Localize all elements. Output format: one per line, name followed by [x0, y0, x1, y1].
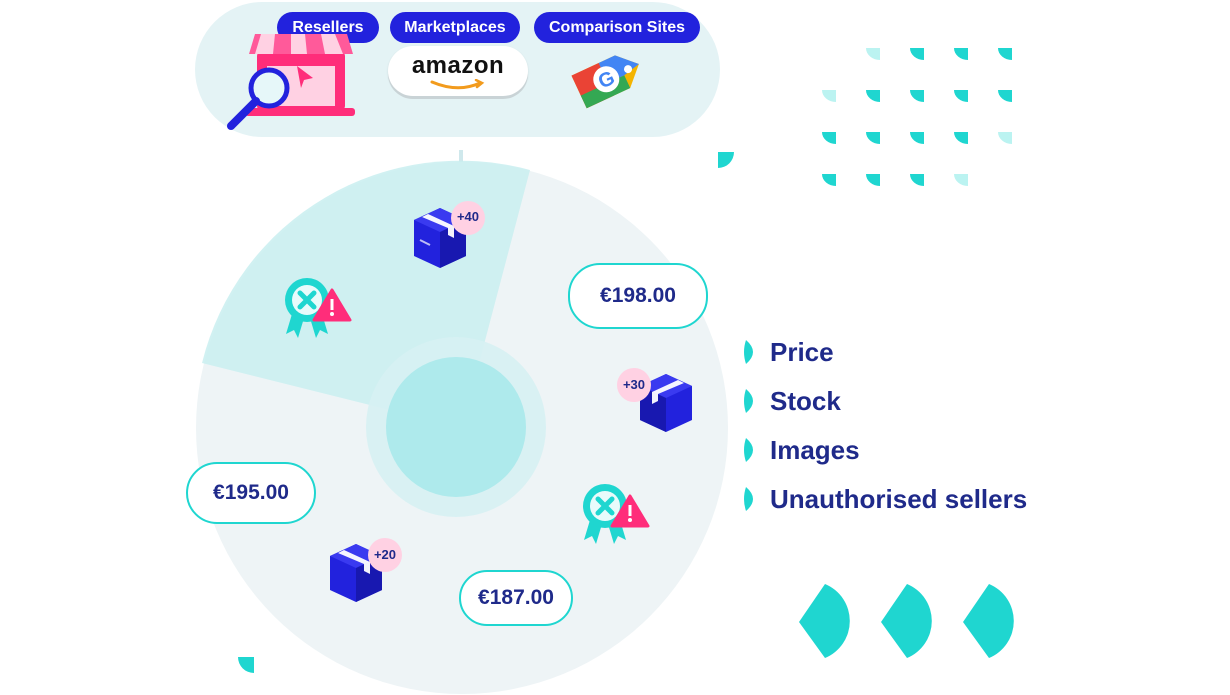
feature-item-stock: Stock: [742, 383, 841, 419]
amazon-logo[interactable]: amazon: [388, 46, 528, 96]
decorative-dot-grid: [822, 48, 1012, 186]
leaf-bullet-icon: [744, 389, 753, 413]
comparison-sites-chip[interactable]: Comparison Sites: [534, 12, 700, 43]
price-pill-top-right: €198.00: [568, 263, 708, 329]
leaf-bullet-icon: [744, 340, 753, 364]
count-badge-top-icon: [451, 201, 485, 235]
amazon-smile-icon: [430, 79, 485, 90]
marketplaces-chip[interactable]: Marketplaces: [390, 12, 520, 43]
feature-label: Price: [770, 336, 834, 367]
storefront-search-icon: [227, 34, 355, 130]
decorative-wedge-bottom: [238, 657, 254, 673]
count-badge-bottom: +20: [373, 547, 397, 562]
leaf-bullet-icon: [744, 438, 753, 462]
price-pill-left: €195.00: [186, 462, 316, 524]
count-badge-right-icon: [617, 368, 651, 402]
feature-item-price: Price: [742, 334, 834, 370]
count-badge-bottom-icon: [368, 538, 402, 572]
decorative-wedge-top: [718, 152, 734, 168]
amazon-wordmark: amazon: [411, 52, 505, 79]
count-badge-top: +40: [456, 209, 480, 224]
feature-label: Stock: [770, 385, 841, 416]
feature-item-images: Images: [742, 432, 860, 468]
radar-core: [386, 357, 526, 497]
feature-item-unauthorised-sellers: Unauthorised sellers: [742, 481, 1027, 517]
price-pill-bottom: €187.00: [459, 570, 573, 626]
feature-label: Images: [770, 434, 860, 465]
google-tag-icon: G: [571, 55, 639, 109]
unauthorised-badge-icon-bottom: [583, 484, 650, 544]
decorative-arrows: [799, 584, 1014, 658]
count-badge-right: +30: [622, 377, 646, 392]
feature-label: Unauthorised sellers: [770, 483, 1028, 514]
leaf-bullet-icon: [744, 487, 753, 511]
package-icon-right: [640, 374, 692, 432]
unauthorised-badge-icon-top: [285, 278, 352, 338]
